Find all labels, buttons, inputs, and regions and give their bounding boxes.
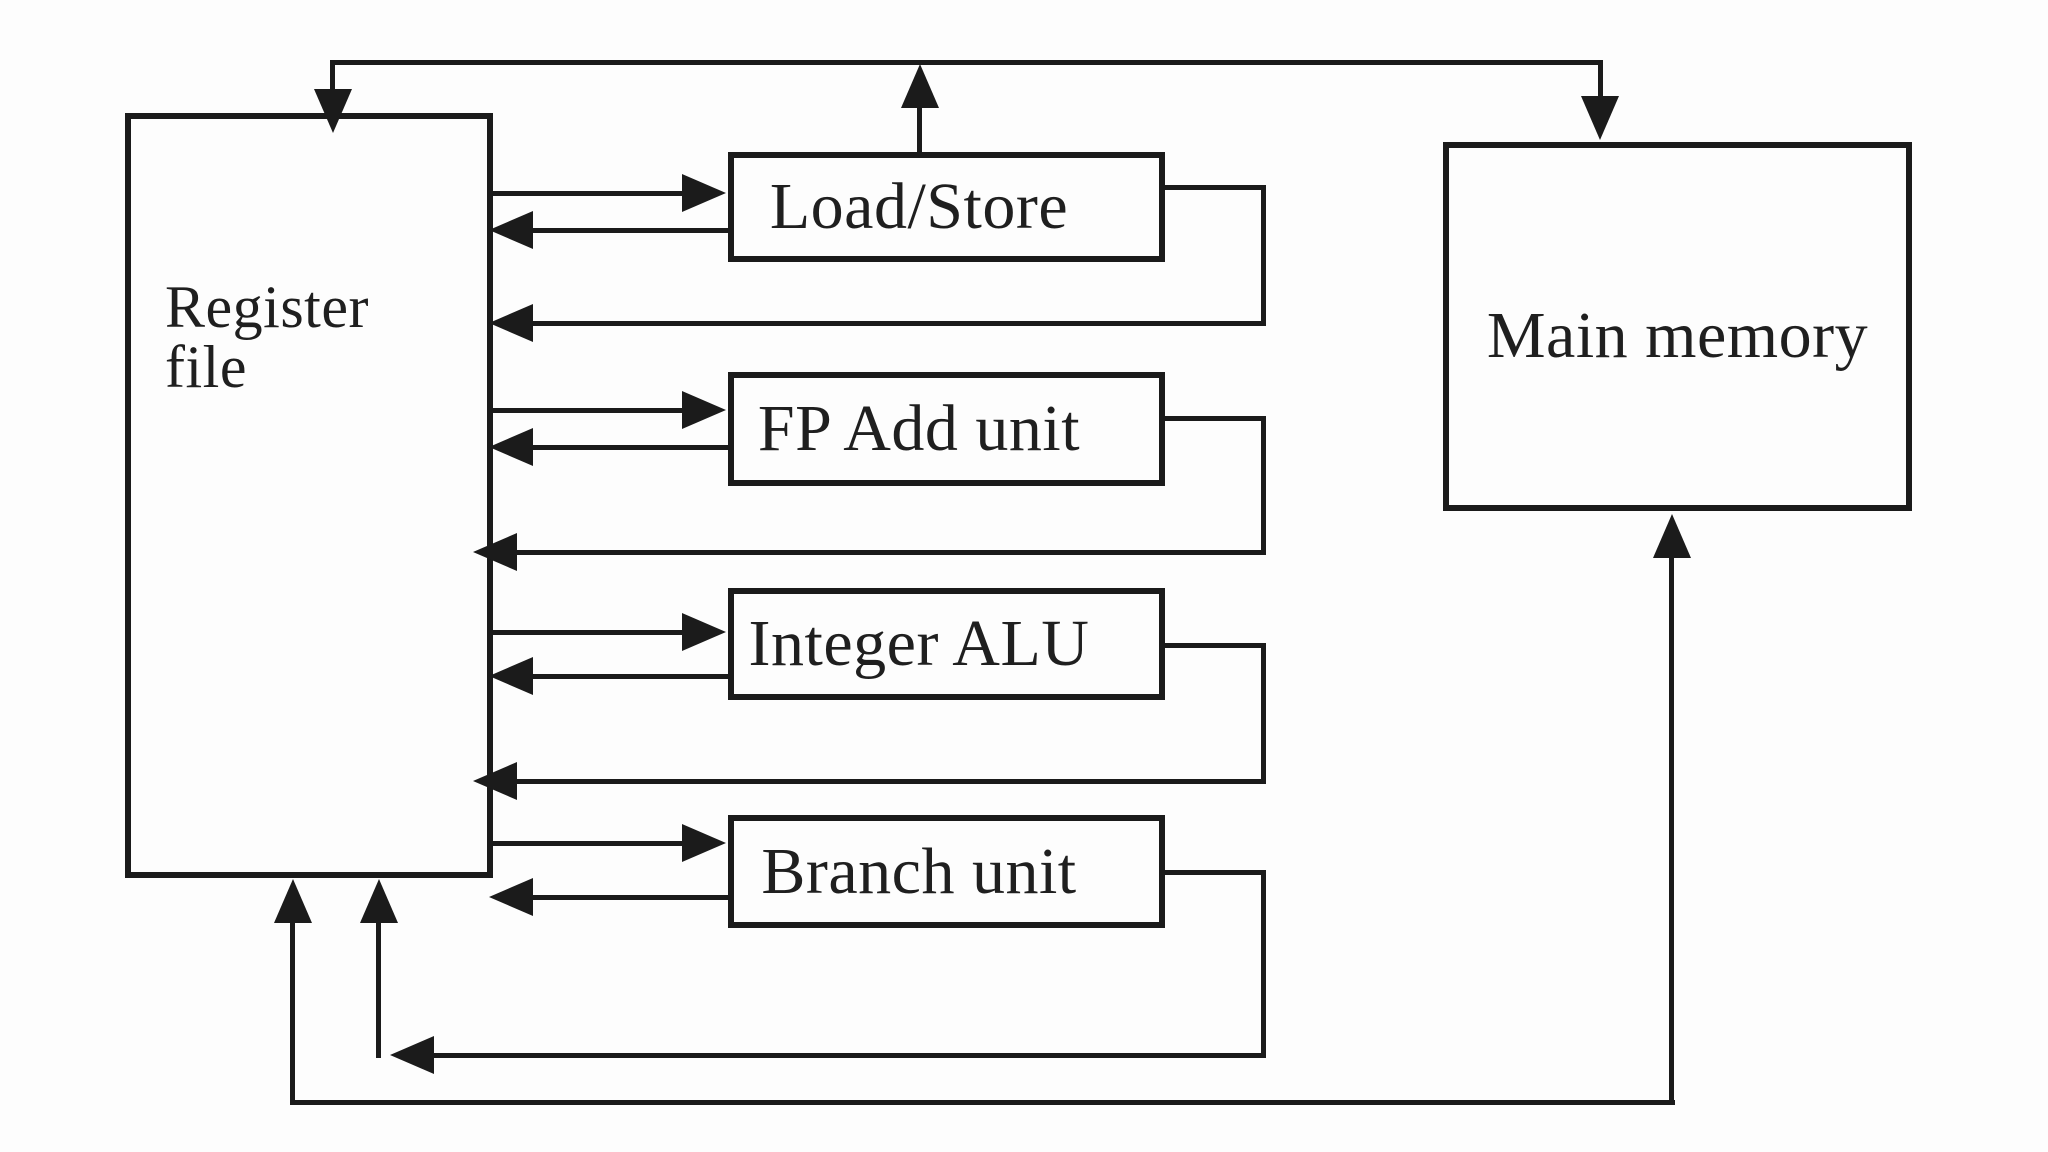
fp-add-unit-label: FP Add unit bbox=[757, 392, 1081, 465]
branch-to-register-line bbox=[532, 895, 728, 900]
memory-bottom-arrowhead bbox=[1653, 514, 1691, 558]
integer-loop-arrowhead bbox=[473, 762, 517, 800]
branch-unit-box: Branch unit bbox=[728, 815, 1165, 928]
load-store-box: Load/Store bbox=[728, 152, 1165, 262]
integer-loop-exit-line bbox=[1165, 643, 1266, 648]
branch-loop-riser-line bbox=[376, 890, 381, 1058]
branch-to-register-arrowhead bbox=[489, 878, 533, 916]
fpadd-loop-drop-line bbox=[1261, 416, 1266, 555]
load-store-label: Load/Store bbox=[769, 170, 1069, 243]
register-to-fpadd-line bbox=[493, 408, 689, 413]
register-to-branch-line bbox=[493, 841, 689, 846]
loadstore-loop-arrowhead bbox=[489, 304, 533, 342]
branch-loop-exit-line bbox=[1165, 870, 1266, 875]
fpadd-to-register-arrowhead bbox=[489, 428, 533, 466]
register-to-fpadd-arrowhead bbox=[682, 391, 726, 429]
integer-alu-label: Integer ALU bbox=[748, 607, 1090, 680]
fpadd-loop-exit-line bbox=[1165, 416, 1266, 421]
top-bus-memory-leg bbox=[1598, 60, 1603, 105]
integer-to-register-line bbox=[530, 674, 728, 679]
register-to-loadstore-line bbox=[493, 191, 689, 196]
loadstore-loop-exit-line bbox=[1165, 185, 1266, 190]
top-bus-line bbox=[330, 60, 1603, 65]
register-file-box: Register file bbox=[125, 113, 493, 878]
fp-add-unit-box: FP Add unit bbox=[728, 372, 1165, 486]
bottom-bus-line bbox=[290, 1100, 1675, 1105]
register-to-integer-arrowhead bbox=[682, 613, 726, 651]
loadstore-to-register-arrowhead bbox=[489, 211, 533, 249]
integer-alu-box: Integer ALU bbox=[728, 588, 1165, 700]
main-memory-label: Main memory bbox=[1486, 298, 1869, 372]
loadstore-loop-return-line bbox=[530, 321, 1266, 326]
branch-loop-return-line bbox=[428, 1053, 1266, 1058]
register-bottom-bus-arrowhead bbox=[274, 879, 312, 923]
fpadd-to-register-line bbox=[530, 445, 728, 450]
top-bus-register-leg bbox=[330, 60, 335, 98]
register-top-arrowhead bbox=[314, 89, 352, 133]
loadstore-to-bus-leg bbox=[917, 104, 922, 152]
register-bottom-branch-arrowhead bbox=[360, 879, 398, 923]
integer-to-register-arrowhead bbox=[489, 657, 533, 695]
bottom-bus-right-leg bbox=[1669, 548, 1674, 1105]
fpadd-loop-arrowhead bbox=[473, 533, 517, 571]
loadstore-to-bus-arrowhead bbox=[901, 64, 939, 108]
fpadd-loop-return-line bbox=[512, 550, 1266, 555]
bottom-bus-left-leg bbox=[290, 888, 295, 1105]
integer-loop-drop-line bbox=[1261, 643, 1266, 784]
register-to-branch-arrowhead bbox=[682, 824, 726, 862]
branch-loop-corner-arrowhead bbox=[390, 1036, 434, 1074]
register-to-loadstore-arrowhead bbox=[682, 174, 726, 212]
register-to-integer-line bbox=[493, 630, 689, 635]
main-memory-box: Main memory bbox=[1443, 142, 1912, 511]
branch-unit-label: Branch unit bbox=[761, 834, 1077, 908]
loadstore-to-register-line bbox=[530, 228, 728, 233]
branch-loop-drop-line bbox=[1261, 870, 1266, 1058]
memory-top-arrowhead bbox=[1581, 96, 1619, 140]
register-file-label: Register file bbox=[165, 274, 369, 400]
integer-loop-return-line bbox=[512, 779, 1266, 784]
loadstore-loop-drop-line bbox=[1261, 185, 1266, 326]
